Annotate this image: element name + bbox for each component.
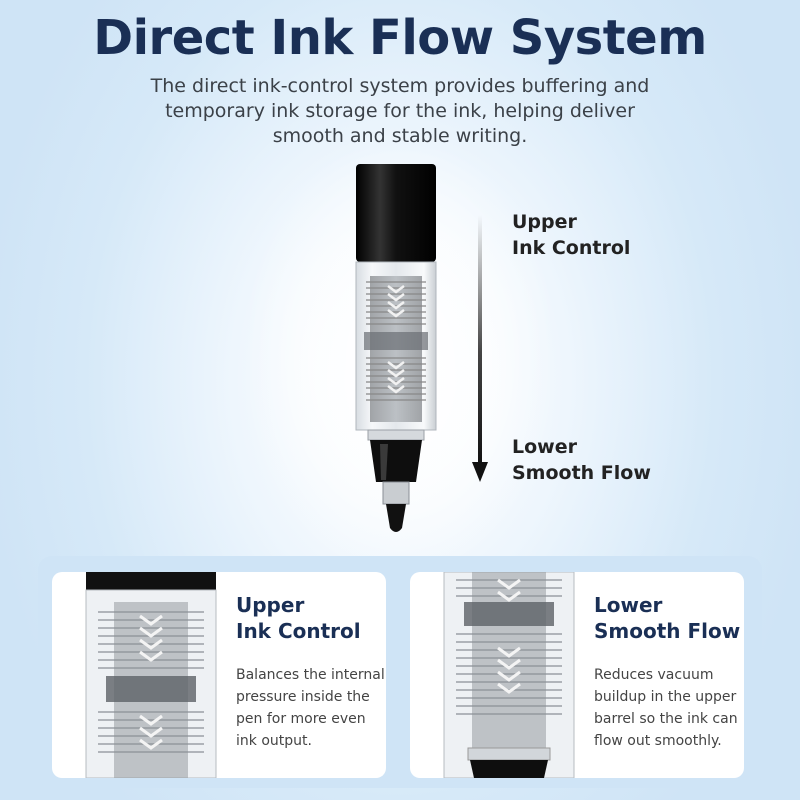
card-upper-ink-control: Upper Ink Control Balances the internal … — [52, 572, 386, 778]
page-subtitle: The direct ink-control system provides b… — [150, 75, 650, 147]
flow-arrow-head-icon — [472, 462, 488, 482]
card-lower-description: Reduces vacuum buildup in the upper barr… — [594, 667, 738, 749]
flow-arrow-line — [478, 215, 482, 465]
upper-ink-control-label: Upper Ink Control — [512, 211, 631, 259]
pen-illustration — [355, 164, 437, 532]
lower-smooth-flow-label: Lower Smooth Flow — [512, 436, 651, 484]
page-title: Direct Ink Flow System — [93, 10, 707, 66]
lower-section-closeup — [443, 572, 575, 778]
card-lower-title: Lower Smooth Flow — [594, 593, 741, 643]
upper-section-closeup — [85, 572, 217, 778]
card-lower-smooth-flow: Lower Smooth Flow Reduces vacuum buildup… — [410, 572, 744, 778]
card-upper-title: Upper Ink Control — [236, 593, 361, 643]
card-upper-description: Balances the internal pressure inside th… — [236, 667, 385, 749]
